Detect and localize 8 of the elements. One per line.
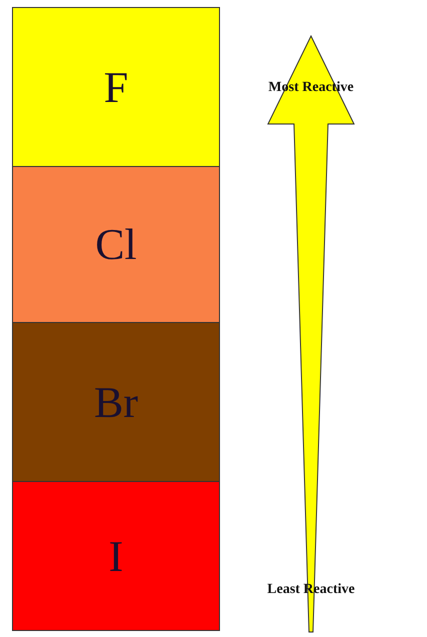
- element-symbol: F: [104, 62, 128, 112]
- element-box: [12, 322, 220, 482]
- element-symbol: Cl: [95, 219, 137, 270]
- element-symbol: I: [108, 530, 124, 582]
- element-symbol: Br: [94, 376, 138, 428]
- element-box: [12, 7, 220, 167]
- element-box: [12, 481, 220, 631]
- element-box: [12, 166, 220, 323]
